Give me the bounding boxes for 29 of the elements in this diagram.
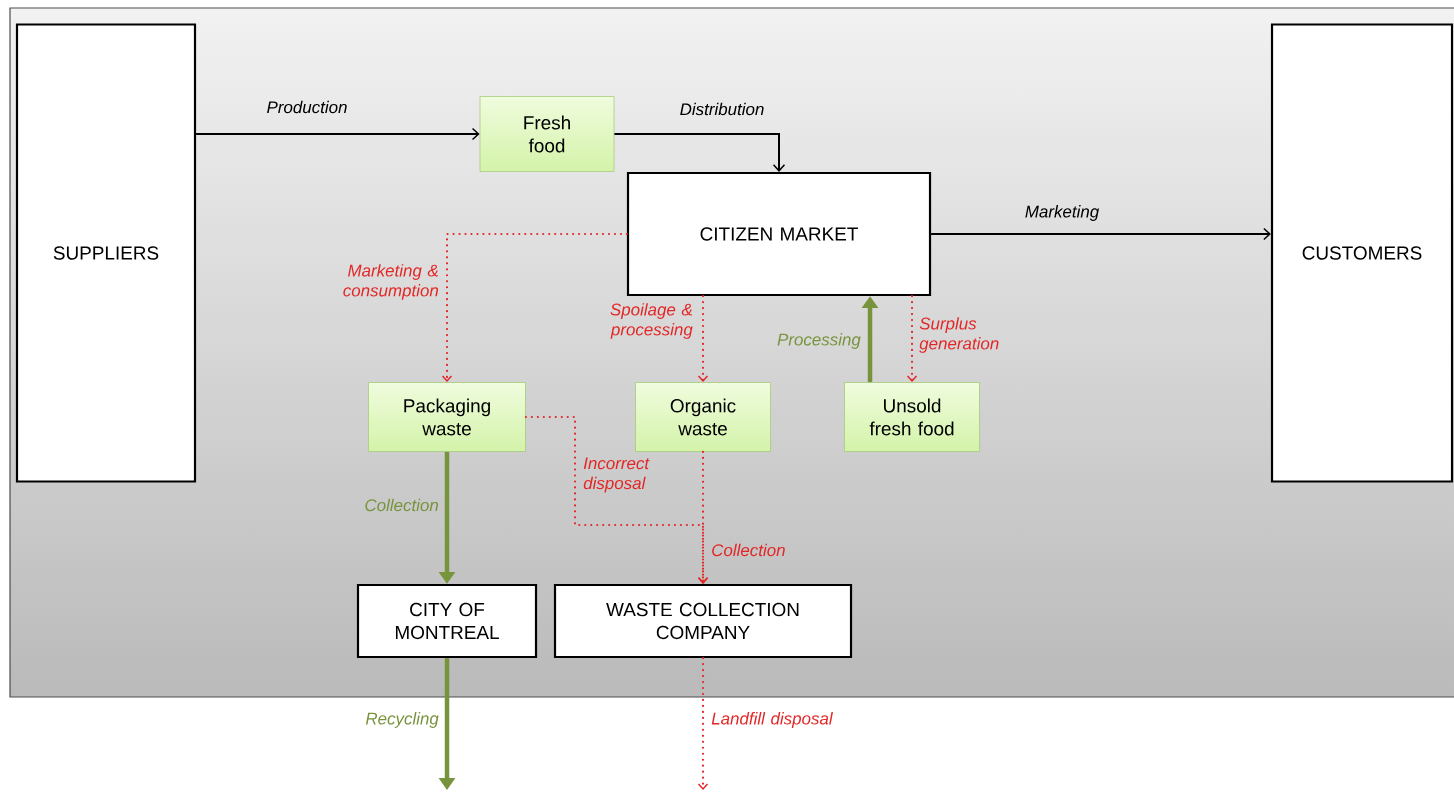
arrow — [697, 295, 709, 383]
flow-item-box: Unsold fresh food — [844, 382, 980, 452]
edge-label: Production — [267, 100, 347, 114]
entity-box: WASTE COLLECTION COMPANY — [553, 583, 853, 659]
entity-box: SUPPLIERS — [15, 23, 197, 483]
flow-item-box: Fresh food — [479, 96, 615, 172]
edge-label: Distribution — [680, 102, 764, 116]
edge-label: Marketing & consumption — [343, 264, 439, 300]
edge-label: Recycling — [365, 712, 439, 728]
entity-box: CITIZEN MARKET — [626, 171, 932, 297]
edge-label: Collection — [365, 498, 439, 512]
entity-box: CUSTOMERS — [1270, 23, 1454, 483]
flow-item-box: Organic waste — [635, 382, 771, 452]
arrow — [930, 227, 1271, 241]
arrow — [697, 450, 709, 584]
arrow — [195, 127, 480, 141]
edge-label: Incorrect disposal — [583, 457, 650, 493]
arrow — [697, 657, 709, 790]
arrow — [906, 295, 918, 383]
edge-label: Landfill disposal — [711, 712, 833, 728]
edge-label: Spoilage & processing — [610, 303, 693, 339]
edge-label: Marketing — [1025, 205, 1100, 221]
edge-label: Collection — [712, 543, 785, 557]
arrow — [613, 133, 786, 172]
entity-box: CITY OF MONTREAL — [356, 583, 538, 659]
edge-label: Surplus generation — [919, 317, 999, 353]
edge-label: Processing — [777, 333, 861, 349]
arrow — [441, 232, 628, 383]
flow-item-box: Packaging waste — [368, 382, 526, 452]
